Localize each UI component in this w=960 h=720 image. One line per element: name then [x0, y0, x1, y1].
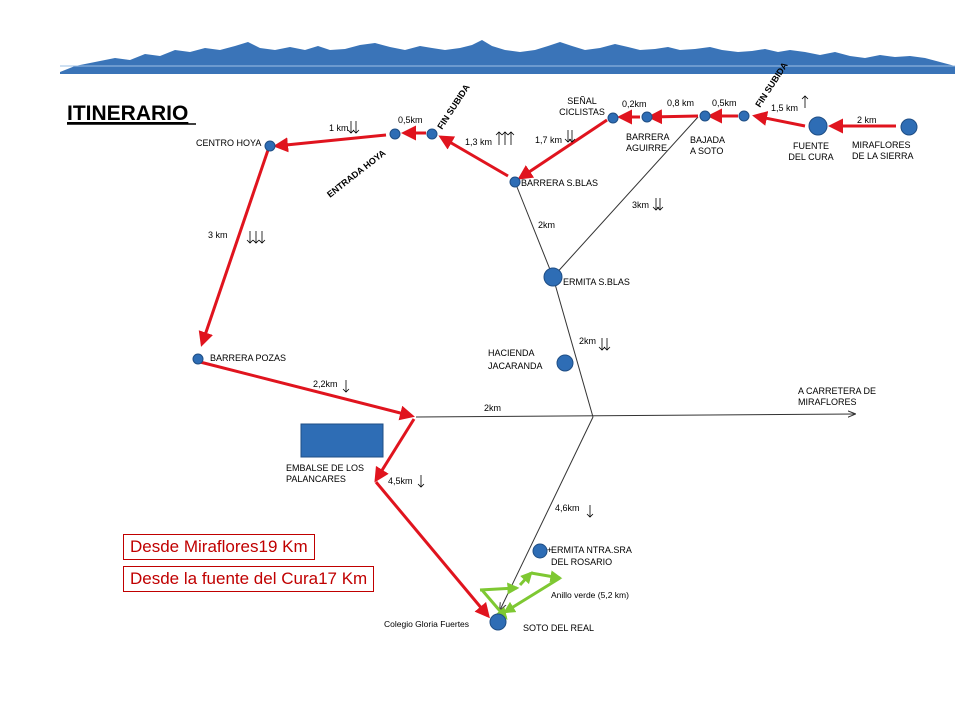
mountain-profile [60, 40, 955, 74]
up-arrow-icon [801, 95, 809, 108]
node-soto [489, 613, 507, 631]
node-centro-hoya [264, 140, 276, 152]
node-senal-ciclistas [607, 112, 619, 124]
label-centro-hoya: CENTRO HOYA [196, 138, 261, 148]
dist-2km-top: 2 km [857, 115, 877, 125]
main-route [198, 108, 896, 619]
down-arrows-icon [347, 121, 360, 134]
map-title: ITINERARIO [67, 102, 188, 125]
node-barrera-sblas [509, 176, 521, 188]
label-soto: SOTO DEL REAL [523, 623, 594, 633]
down-arrows-icon [564, 130, 576, 143]
label-barrera-sblas: BARRERA S.BLAS [521, 178, 598, 188]
node-hacienda [556, 354, 574, 372]
down-arrows-icon [246, 231, 266, 244]
anillo-verde-ring [479, 570, 563, 620]
dist-0-2km: 0,2km [622, 99, 647, 109]
dist-4-6km: 4,6km [555, 503, 580, 513]
dist-0-5km-a: 0,5km [712, 98, 737, 108]
dist-1-3km: 1,3 km [465, 137, 492, 147]
up-arrows-icon [495, 131, 515, 145]
dist-1-7km: 1,7 km [535, 135, 562, 145]
label-colegio: Colegio Gloria Fuertes [384, 619, 469, 629]
down-arrow-icon [342, 380, 350, 393]
node-barrera-pozas [192, 353, 204, 365]
summary-fuente-cura: Desde la fuente del Cura17 Km [123, 566, 375, 592]
node-ermita-sblas [543, 267, 563, 287]
dist-0-8km: 0,8 km [667, 98, 694, 108]
label-cross-mark: + [547, 545, 552, 555]
node-barrera-aguirre [641, 111, 653, 123]
dist-3km-right: 3km [632, 200, 649, 210]
dist-3km-left: 3 km [208, 230, 228, 240]
label-anillo: Anillo verde (5,2 km) [551, 590, 629, 600]
summary-miraflores: Desde Miraflores19 Km [123, 534, 315, 560]
dist-1-5km: 1,5 km [771, 103, 798, 113]
node-miraflores [900, 118, 918, 136]
node-fin-subida-2 [426, 128, 438, 140]
embalse-reservoir [300, 423, 384, 458]
dist-2-2km: 2,2km [313, 379, 338, 389]
dist-1km: 1 km [329, 123, 349, 133]
slope-arrows [246, 95, 809, 518]
dist-2km-road: 2km [484, 403, 501, 413]
dist-2km-sblas: 2km [538, 220, 555, 230]
node-bajada-soto [699, 110, 711, 122]
node-fuente-cura [808, 116, 828, 136]
dist-2km-ermita: 2km [579, 336, 596, 346]
route-nodes [192, 110, 918, 631]
label-barrera-pozas: BARRERA POZAS [210, 353, 286, 363]
label-ermita-sblas: ERMITA S.BLAS [563, 277, 630, 287]
secondary-roads [415, 116, 855, 610]
dist-0-5km-b: 0,5km [398, 115, 423, 125]
dist-4-5km: 4,5km [388, 476, 413, 486]
node-entrada-hoya [389, 128, 401, 140]
node-fin-subida-1 [738, 110, 750, 122]
down-arrows-icon [598, 338, 611, 351]
down-arrows-icon [652, 198, 664, 211]
node-ermita-rosario [532, 543, 548, 559]
label-entrada-hoya: ENTRADA HOYA [325, 147, 388, 199]
label-fin-subida-2: FIN SUBIDA [435, 82, 472, 131]
down-arrow-icon [417, 475, 425, 488]
down-arrow-icon [586, 505, 594, 518]
